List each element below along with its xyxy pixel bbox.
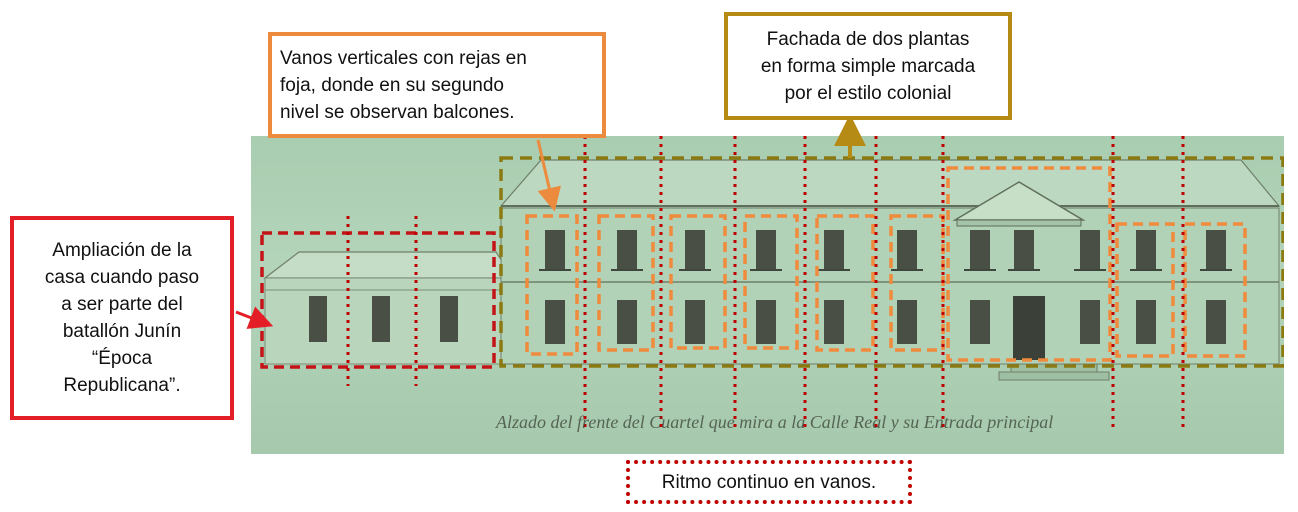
- upper-window: [897, 230, 917, 270]
- upper-window: [824, 230, 844, 270]
- window-grid: [539, 230, 1232, 360]
- opening-frame: [743, 214, 799, 350]
- upper-window: [685, 230, 705, 270]
- upper-window: [1136, 230, 1156, 270]
- openings-callout: Vanos verticales con rejas en foja, dond…: [268, 32, 606, 138]
- openings-callout-text: Vanos verticales con rejas en foja, dond…: [280, 47, 527, 123]
- rhythm-callout-text: Ritmo continuo en vanos.: [661, 471, 877, 493]
- upper-window: [617, 230, 637, 270]
- facade-frame: [499, 156, 1284, 368]
- opening-frame: [525, 214, 579, 356]
- upper-window: [756, 230, 776, 270]
- facade-elevation: Alzado del frente del Cuartel que mira a…: [260, 136, 1284, 432]
- main-door: [1013, 296, 1045, 360]
- facade-callout: Fachada de dos plantas en forma simple m…: [724, 12, 1012, 120]
- upper-window: [1206, 230, 1226, 270]
- upper-window: [970, 230, 990, 270]
- lower-window: [897, 300, 917, 344]
- annex-building: [263, 251, 515, 365]
- upper-window: [545, 230, 565, 270]
- lower-window: [1136, 300, 1156, 344]
- opening-frame: [597, 214, 655, 352]
- lower-window: [1080, 300, 1100, 344]
- arrow-annex: [235, 306, 274, 329]
- annex-callout: Ampliación de la casa cuando paso a ser …: [10, 216, 234, 420]
- lower-window: [1206, 300, 1226, 344]
- lower-window: [970, 300, 990, 344]
- rhythm-lines: [346, 136, 1185, 431]
- lower-window: [617, 300, 637, 344]
- annex-callout-text: Ampliación de la casa cuando paso a ser …: [44, 240, 200, 396]
- annex-frame: [260, 231, 496, 369]
- lower-window: [685, 300, 705, 344]
- opening-frame: [1115, 222, 1175, 358]
- arrow-openings: [536, 139, 561, 212]
- drawing-caption: Alzado del frente del Cuartel que mira a…: [495, 412, 1053, 432]
- central-bay-frame: [946, 166, 1112, 362]
- facade-drawing: Alzado del frente del Cuartel que mira a…: [251, 136, 1284, 454]
- lower-window: [756, 300, 776, 344]
- lower-window: [545, 300, 565, 344]
- upper-window: [1080, 230, 1100, 270]
- lower-window: [824, 300, 844, 344]
- rhythm-callout: Ritmo continuo en vanos.: [626, 460, 912, 504]
- facade-callout-text: Fachada de dos plantas en forma simple m…: [760, 28, 976, 104]
- opening-frame: [669, 214, 727, 350]
- upper-window: [1014, 230, 1034, 270]
- opening-frames: [525, 214, 1247, 358]
- opening-frame: [815, 214, 875, 352]
